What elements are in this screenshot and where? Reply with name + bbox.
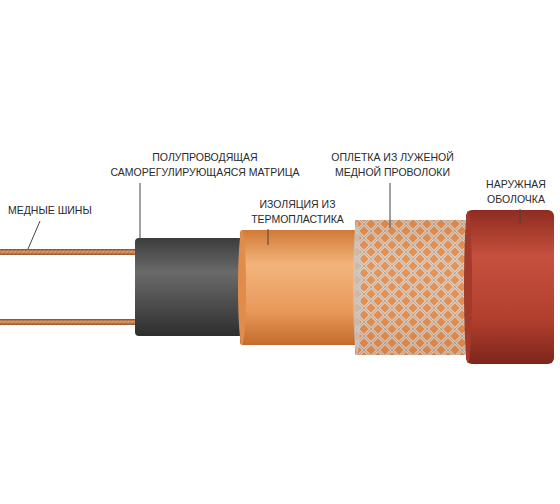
part-label: НАРУЖНАЯ ОБОЛОЧКА bbox=[478, 177, 554, 207]
part-label: ПОЛУПРОВОДЯЩАЯ САМОРЕГУЛИРУЮЩАЯСЯ МАТРИЦ… bbox=[105, 150, 305, 180]
part-label: ИЗОЛЯЦИЯ ИЗ ТЕРМОПЛАСТИКА bbox=[240, 197, 355, 227]
part-label: МЕДНЫЕ ШИНЫ bbox=[8, 203, 92, 218]
insulation-edge bbox=[238, 231, 246, 345]
outer-jacket bbox=[466, 210, 554, 364]
part-label: ОПЛЕТКА ИЗ ЛУЖЕНОЙ МЕДНОЙ ПРОВОЛОКИ bbox=[315, 150, 470, 180]
matrix-core bbox=[135, 238, 255, 336]
copper-conductors bbox=[0, 249, 150, 325]
leader-lines bbox=[28, 183, 520, 249]
braid-layer bbox=[355, 220, 480, 355]
insulation-layer bbox=[240, 230, 370, 345]
jacket-edge bbox=[464, 211, 472, 363]
